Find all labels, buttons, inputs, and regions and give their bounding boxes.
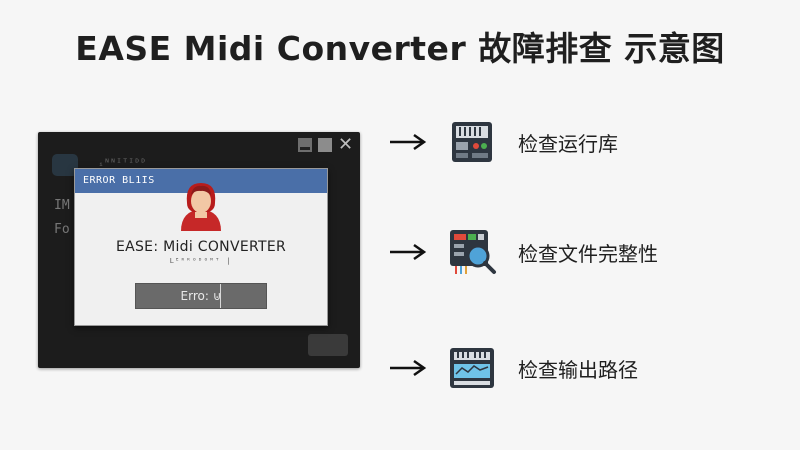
right-arrow-icon [390,243,427,261]
step-label: 检查运行库 [518,131,618,156]
dialog-subtext: ᒪᴱᴿᴿᴼᴰᴼᴹᵀ | [169,257,233,265]
background-label: IM [54,198,70,213]
page-title: EASE Midi Converter 故障排查 示意图 [75,29,725,68]
dialog-heading: EASE: Midi CONVERTER [115,239,287,255]
close-button[interactable]: ✕ [338,134,354,155]
error-button-label: Erro: ⊍ [180,289,222,303]
window-controls: ✕ [298,134,354,155]
runtime-device-icon [452,122,492,162]
right-arrow-icon [390,133,427,151]
user-avatar-icon [181,183,221,231]
background-label: Fo [54,222,70,237]
file-integrity-magnifier-icon [450,230,496,274]
app-name-label: ᵢᴺᴺᴵᵀᴵᴰᴰ [98,158,147,169]
step-check-file-integrity: 检查文件完整性 [388,226,658,278]
button-divider [220,284,221,308]
background-button[interactable] [308,334,348,356]
error-button[interactable]: Erro: ⊍ [135,283,267,309]
output-path-keyboard-icon [450,348,494,388]
step-check-runtime: 检查运行库 [388,116,618,168]
maximize-button[interactable] [318,138,332,152]
step-label: 检查输出路径 [518,357,638,382]
app-logo-icon [52,154,78,176]
right-arrow-icon [390,359,427,377]
error-dialog: ERROR BL1IS EASE: Midi CONVERTER ᒪᴱᴿᴿᴼᴰᴼ… [74,168,328,326]
minimize-button[interactable] [298,138,312,152]
step-check-output-path: 检查输出路径 [388,342,638,394]
step-label: 检查文件完整性 [518,241,658,266]
dialog-titlebar: ERROR BL1IS [75,169,327,193]
